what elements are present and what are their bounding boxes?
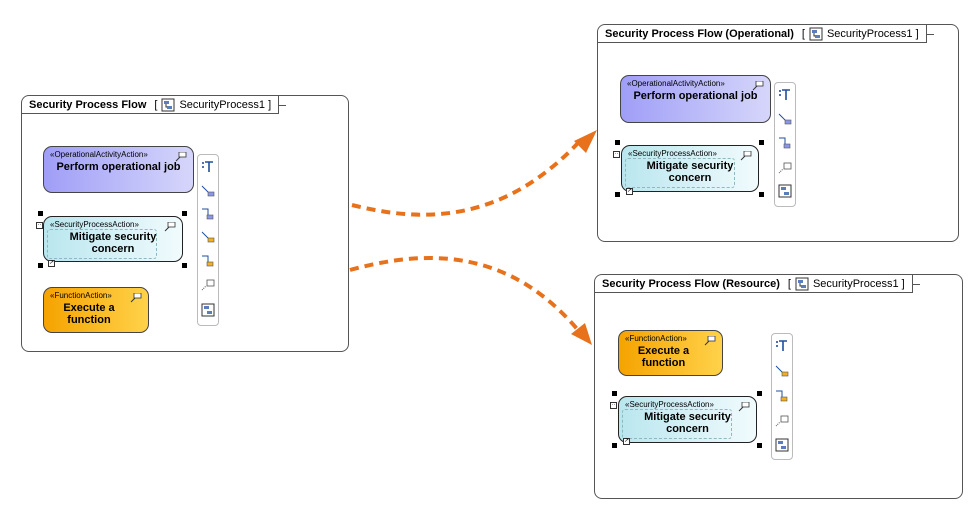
expand-pin[interactable]: ↗ [623,438,630,445]
diagram-frame-security-process-flow[interactable]: Security Process Flow [ SecurityProcess1… [21,95,349,352]
action-mitigate-security-concern[interactable]: «SecurityProcessAction» Mitigate securit… [43,216,183,262]
diagram-reference[interactable]: [ SecurityProcess1 ] [154,98,272,111]
action-name: Mitigate security concern [69,231,157,255]
action-name: Mitigate security concern [646,160,734,184]
selection-handle[interactable] [182,263,187,268]
arrow-to-resource [349,256,580,332]
diagram-title: Security Process Flow (Resource) [602,277,780,290]
stereotype-label: «FunctionAction» [50,291,112,300]
object-flow-icon[interactable] [775,389,789,403]
note-icon[interactable] [778,160,792,174]
diagram-ref-name: SecurityProcess1 [812,277,899,290]
selection-handle[interactable] [759,140,764,145]
text-icon[interactable] [775,339,789,353]
diagram-icon[interactable] [201,303,215,317]
diagram-reference[interactable]: [ SecurityProcess1 ] [787,277,905,290]
note-icon[interactable] [201,277,215,291]
action-name: Mitigate security concern [644,411,731,435]
call-behavior-icon [740,151,752,161]
call-behavior-icon [704,336,716,346]
input-pin[interactable]: ·· [36,222,43,229]
action-name: Perform operational job [633,90,758,102]
stereotype-label: «OperationalActivityAction» [627,79,725,88]
diagram-ref-name: SecurityProcess1 [179,98,266,111]
selection-handle[interactable] [757,391,762,396]
frame-header: Security Process Flow [ SecurityProcess1… [22,96,280,114]
action-mitigate-security-concern[interactable]: «SecurityProcessAction» Mitigate securit… [621,145,759,192]
diagram-icon[interactable] [775,438,789,452]
action-execute-a-function[interactable]: «FunctionAction» Execute a function [618,330,723,376]
diagram-title: Security Process Flow (Operational) [605,27,794,40]
stereotype-label: «FunctionAction» [625,334,687,343]
note-icon[interactable] [775,413,789,427]
input-pin[interactable]: ·· [613,151,620,158]
action-execute-a-function[interactable]: «FunctionAction» Execute a function [43,287,149,333]
call-behavior-icon [164,222,176,232]
smart-manipulator-toolbar[interactable] [774,82,796,207]
action-name: Execute a function [63,302,115,326]
diagram-frame-resource[interactable]: Security Process Flow (Resource) [ Secur… [594,274,963,499]
arrowhead-resource [571,323,592,345]
action-name: Perform operational job [56,161,181,173]
object-flow-icon[interactable] [778,136,792,150]
activity-diagram-icon [809,27,823,40]
call-behavior-icon [130,293,142,303]
action-perform-operational-job[interactable]: «OperationalActivityAction» Perform oper… [43,146,194,193]
arrow-to-operational [351,141,580,217]
diagram-frame-operational[interactable]: Security Process Flow (Operational) [ Se… [597,24,959,242]
selection-handle[interactable] [182,211,187,216]
smart-manipulator-toolbar[interactable] [197,154,219,326]
action-name: Execute a function [637,345,690,369]
action-perform-operational-job[interactable]: «OperationalActivityAction» Perform oper… [620,75,771,123]
control-flow-icon[interactable] [201,184,215,198]
call-behavior-icon [738,402,750,412]
control-flow-icon[interactable] [778,112,792,126]
selection-handle[interactable] [615,192,620,197]
smart-manipulator-toolbar[interactable] [771,333,793,460]
activity-diagram-icon [161,98,175,111]
selection-handle[interactable] [612,443,617,448]
selection-handle[interactable] [757,443,762,448]
diagram-reference[interactable]: [ SecurityProcess1 ] [801,27,919,40]
action-mitigate-security-concern[interactable]: «SecurityProcessAction» Mitigate securit… [618,396,757,443]
arrowhead-operational [574,130,597,153]
selection-handle[interactable] [612,391,617,396]
expand-pin[interactable]: ↗ [48,260,55,267]
selection-handle[interactable] [759,192,764,197]
diagram-ref-name: SecurityProcess1 [826,27,913,40]
diagram-icon[interactable] [778,184,792,198]
control-flow-icon[interactable] [201,230,215,244]
stereotype-label: «SecurityProcessAction» [628,149,717,158]
call-behavior-icon [752,81,764,91]
selection-handle[interactable] [38,211,43,216]
expand-pin[interactable]: ↗ [626,188,633,195]
text-icon[interactable] [778,88,792,102]
stereotype-label: «SecurityProcessAction» [50,220,139,229]
object-flow-icon[interactable] [201,254,215,268]
call-behavior-icon [175,152,187,162]
object-flow-icon[interactable] [201,207,215,221]
frame-header: Security Process Flow (Operational) [ Se… [598,25,927,43]
activity-diagram-icon [795,277,809,290]
selection-handle[interactable] [615,140,620,145]
control-flow-icon[interactable] [775,364,789,378]
frame-header: Security Process Flow (Resource) [ Secur… [595,275,913,293]
stereotype-label: «SecurityProcessAction» [625,400,714,409]
text-icon[interactable] [201,160,215,174]
stereotype-label: «OperationalActivityAction» [50,150,148,159]
input-pin[interactable]: ·· [610,402,617,409]
selection-handle[interactable] [38,263,43,268]
diagram-title: Security Process Flow [29,98,147,111]
